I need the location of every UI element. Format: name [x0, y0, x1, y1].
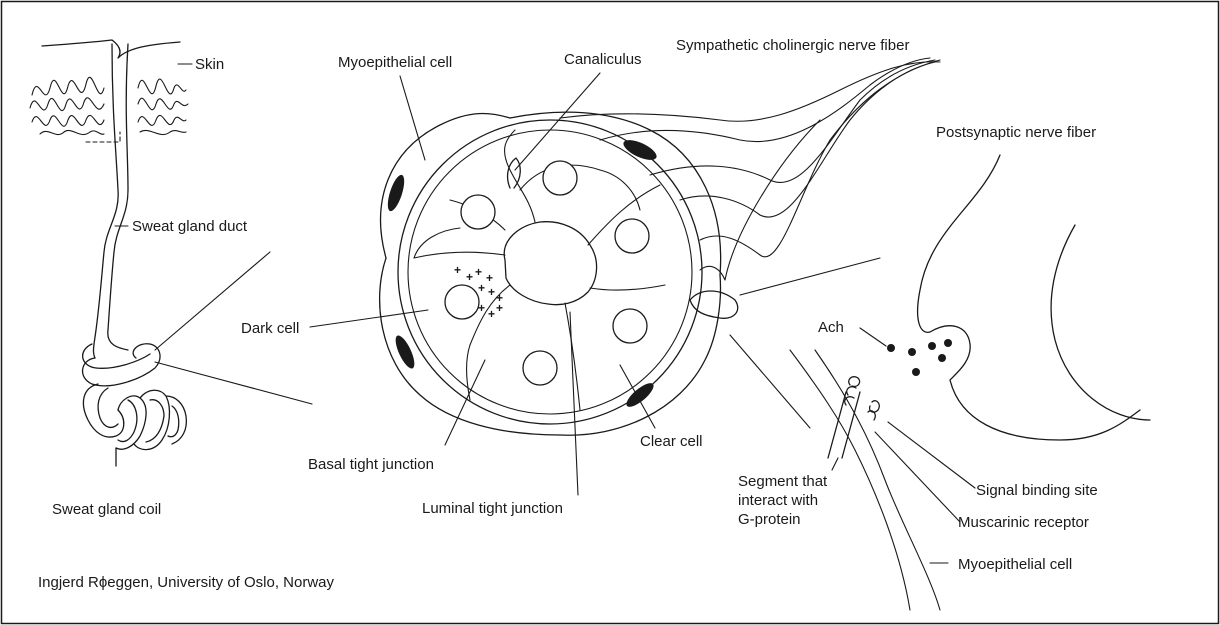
label-segment-line1: Segment that: [738, 473, 828, 490]
label-dark-cell: Dark cell: [241, 320, 299, 337]
svg-text:+: +: [488, 285, 495, 299]
synapse-detail: [790, 155, 1150, 610]
label-sweat-gland-coil: Sweat gland coil: [52, 501, 161, 518]
label-luminal-tight-junction: Luminal tight junction: [422, 500, 563, 517]
svg-text:+: +: [486, 271, 493, 285]
svg-text:+: +: [478, 281, 485, 295]
sweat-gland-overview: [30, 40, 312, 466]
svg-text:+: +: [475, 265, 482, 279]
label-sweat-gland-duct: Sweat gland duct: [132, 218, 248, 235]
label-segment-line2: interact with: [738, 492, 818, 509]
label-clear-cell: Clear cell: [640, 433, 703, 450]
gland-cross-section: + + + + + + + + + +: [310, 58, 940, 495]
label-basal-tight-junction: Basal tight junction: [308, 456, 434, 473]
label-signal-binding-site: Signal binding site: [976, 482, 1098, 499]
sweat-gland-coil-drawing: [83, 344, 187, 466]
label-sympathetic-nerve: Sympathetic cholinergic nerve fiber: [676, 37, 909, 54]
svg-text:+: +: [478, 301, 485, 315]
label-segment-line3: G-protein: [738, 511, 801, 528]
label-myoepithelial-cell-top: Myoepithelial cell: [338, 54, 452, 71]
svg-text:+: +: [496, 301, 503, 315]
label-myoepithelial-cell-bottom: Myoepithelial cell: [958, 556, 1072, 573]
label-canaliculus: Canaliculus: [564, 51, 642, 68]
credit-line: Ingjerd Rϕeggen, University of Oslo, Nor…: [38, 574, 335, 591]
label-ach: Ach: [818, 319, 844, 336]
svg-text:+: +: [454, 263, 461, 277]
label-muscarinic-receptor: Muscarinic receptor: [958, 514, 1089, 531]
svg-text:+: +: [488, 307, 495, 321]
label-postsynaptic-nerve: Postsynaptic nerve fiber: [936, 124, 1096, 141]
label-skin: Skin: [195, 56, 224, 73]
svg-text:+: +: [466, 270, 473, 284]
